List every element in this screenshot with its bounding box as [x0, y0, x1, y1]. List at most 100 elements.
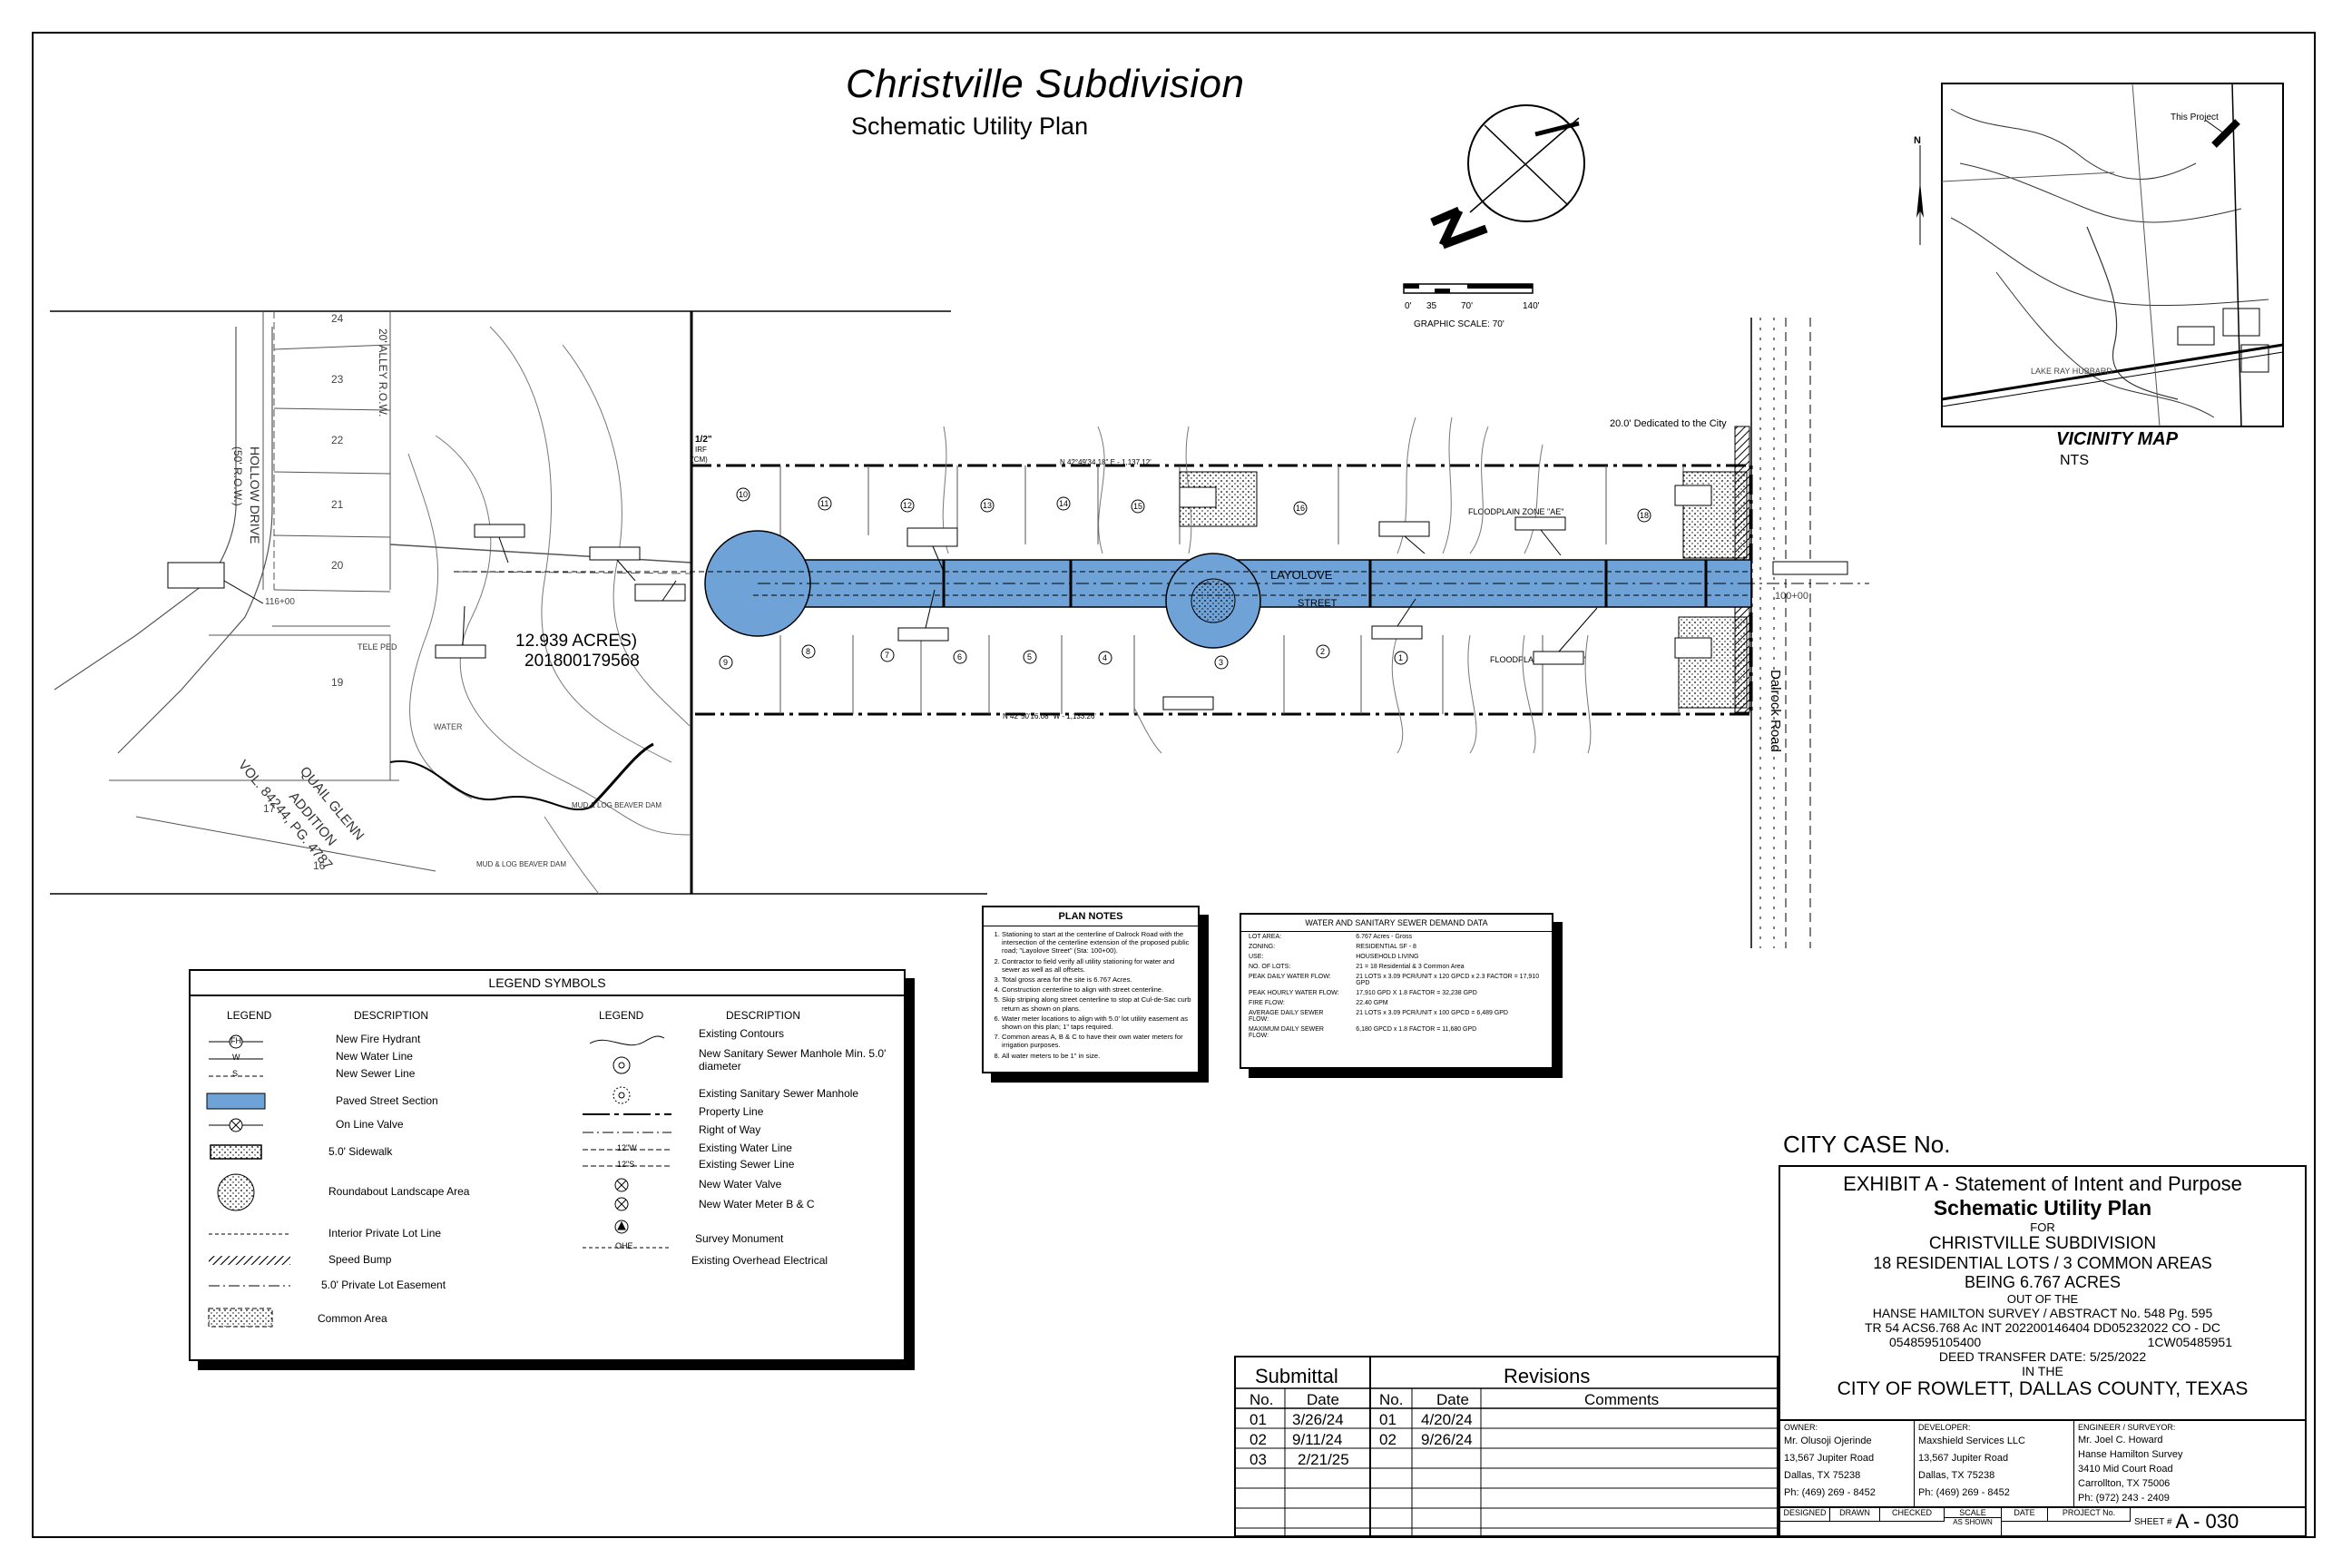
legend-symbols: [206, 1034, 671, 1328]
lot-markers: 10 11 12 13 14 15 16 18 9 8 7 6 5 4 3 2 …: [719, 487, 1651, 670]
scale-cell: SCALE AS SHOWN: [1945, 1508, 2002, 1535]
revisions-col-date: Date: [1436, 1391, 1469, 1408]
bearing-south: N 42°50'16.08" W - 1,133.26': [1003, 712, 1096, 720]
engineer-line: Carrollton, TX 75006: [2078, 1478, 2171, 1489]
title-block: EXHIBIT A - Statement of Intent and Purp…: [1779, 1165, 2307, 1421]
paved-street: [454, 530, 1752, 649]
symbol-label-es: 12"S: [617, 1160, 635, 1169]
acreage-label-1: 12.939 ACRES): [515, 632, 637, 651]
revision-no: 01: [1379, 1411, 1396, 1428]
plan-note: All water meters to be 1" in size.: [1002, 1052, 1192, 1060]
demand-value: 6,180 GPCD x 1.8 FACTOR = 11,680 GPD: [1356, 1026, 1477, 1033]
demand-label: FIRE FLOW:: [1249, 1000, 1285, 1006]
engineer-label: ENGINEER / SURVEYOR:: [2078, 1423, 2176, 1432]
description-col-header: DESCRIPTION: [726, 1009, 801, 1022]
plan-note: Water meter locations to align with 5.0'…: [1002, 1014, 1192, 1031]
demand-data-box: WATER AND SANITARY SEWER DEMAND DATA LOT…: [1240, 913, 1553, 1069]
demand-label: AVERAGE DAILY SEWER FLOW:: [1249, 1010, 1324, 1023]
demand-label: PEAK DAILY WATER FLOW:: [1249, 974, 1331, 980]
table-row: NO. OF LOTS:21 = 18 Residential & 3 Comm…: [1241, 962, 1552, 972]
vicinity-project-label: This Project: [2171, 113, 2219, 122]
developer-line: Maxshield Services LLC: [1918, 1436, 2025, 1446]
symbol-label-s: S: [232, 1069, 239, 1078]
developer-line: Ph: (469) 269 - 8452: [1918, 1487, 2010, 1498]
adj-lot-16: 16: [313, 859, 326, 872]
vicinity-north-label: N: [1914, 135, 1921, 146]
sheet-label: SHEET #: [2134, 1516, 2172, 1527]
lot-south-2: 2: [1320, 647, 1325, 656]
adj-lot-17: 17: [263, 802, 276, 815]
demand-value: 22.40 GPM: [1356, 1000, 1388, 1006]
owner-line: Ph: (469) 269 - 8452: [1784, 1487, 1876, 1498]
table-row: LOT AREA:6.767 Acres - Gross: [1241, 932, 1552, 942]
project-no-cell: PROJECT No.: [2048, 1508, 2131, 1522]
adjacent-properties: [50, 310, 987, 895]
revisions-title: Revisions: [1504, 1365, 1591, 1387]
acreage-label-2: 201800179568: [524, 652, 640, 671]
lot-south-8: 8: [806, 647, 810, 656]
lots-line: 18 RESIDENTIAL LOTS / 3 COMMON AREAS: [1873, 1254, 2212, 1272]
plan-name: Schematic Utility Plan: [1933, 1196, 2152, 1220]
developer-cell: DEVELOPER: Maxshield Services LLC 13,567…: [1915, 1421, 2074, 1506]
dalrock-road: [1742, 318, 1869, 948]
legend-item: Existing Sanitary Sewer Manhole: [699, 1087, 859, 1100]
demand-label: MAXIMUM DAILY SEWER FLOW:: [1249, 1026, 1324, 1039]
street-name-2: STREET: [1298, 598, 1338, 609]
revision-no: 02: [1379, 1431, 1396, 1448]
engineer-line: Ph: (972) 243 - 2409: [2078, 1493, 2170, 1504]
demand-data-title: WATER AND SANITARY SEWER DEMAND DATA: [1241, 915, 1552, 932]
callouts: [167, 485, 1848, 710]
adj-lot-20: 20: [331, 559, 344, 572]
legend-item: Survey Monument: [695, 1232, 784, 1245]
legend-item: Paved Street Section: [336, 1094, 438, 1107]
lot-north-14: 14: [1059, 499, 1068, 508]
beaver-dam-label-2: MUD & LOG BEAVER DAM: [476, 860, 566, 868]
lot-south-5: 5: [1027, 652, 1032, 662]
legend-item: New Water Valve: [699, 1178, 782, 1191]
revision-date: 9/26/24: [1421, 1431, 1473, 1448]
plan-notes-title: PLAN NOTES: [984, 907, 1198, 926]
lot-north-16: 16: [1296, 504, 1305, 513]
demand-label: USE:: [1249, 954, 1264, 960]
revisions-col-no: No.: [1379, 1391, 1404, 1408]
submittal-no: 03: [1250, 1451, 1267, 1468]
scale-label: SCALE: [1945, 1508, 2001, 1518]
legend-item: Existing Water Line: [699, 1142, 792, 1154]
engineer-line: 3410 Mid Court Road: [2078, 1464, 2173, 1475]
submittal-no: 01: [1250, 1411, 1267, 1428]
owner-label: OWNER:: [1784, 1423, 1818, 1432]
existing-contours: [942, 416, 1592, 754]
submittal-col-date: Date: [1307, 1391, 1339, 1408]
plan-note: Contractor to field verify all utility s…: [1002, 957, 1192, 974]
vicinity-map: [1916, 83, 2284, 427]
demand-data-table: LOT AREA:6.767 Acres - Gross ZONING:RESI…: [1241, 932, 1552, 1041]
tele-ped-label: TELE PED: [358, 642, 397, 652]
in-the-line: IN THE: [2022, 1364, 2063, 1378]
revisions-col-comments: Comments: [1584, 1391, 1660, 1408]
scale-tick-70: 70': [1461, 301, 1473, 311]
legend-item: Right of Way: [699, 1123, 761, 1136]
legend-item: New Water Meter B & C: [699, 1198, 815, 1210]
revision-date: 4/20/24: [1421, 1411, 1473, 1428]
revisions-grid: [1234, 1356, 1779, 1537]
legend-item: 5.0' Sidewalk: [328, 1145, 393, 1158]
for-line: FOR: [2030, 1220, 2055, 1234]
lot-south-3: 3: [1219, 658, 1223, 667]
table-row: AVERAGE DAILY SEWER FLOW: 21 LOTS x 3.09 …: [1241, 1008, 1552, 1024]
submittal-date: 2/21/25: [1298, 1451, 1349, 1468]
scale-value: AS SHOWN: [1953, 1518, 1993, 1526]
floodplain-label-1: FLOODPLAIN ZONE "AE": [1468, 507, 1563, 516]
plan-notes-list: Stationing to start at the centerline of…: [991, 930, 1192, 1060]
lot-north-12: 12: [903, 501, 912, 510]
demand-value: RESIDENTIAL SF - 8: [1356, 944, 1416, 950]
demand-value: 6.767 Acres - Gross: [1356, 934, 1413, 940]
adj-lot-24: 24: [331, 312, 344, 325]
demand-value: 21 LOTS x 3.09 PCR/UNIT x 100 GPCD = 6,4…: [1356, 1010, 1508, 1016]
dedicated-note: 20.0' Dedicated to the City: [1610, 418, 1727, 429]
city-line: CITY OF ROWLETT, DALLAS COUNTY, TEXAS: [1837, 1378, 2249, 1399]
out-of-line: OUT OF THE: [2006, 1292, 2079, 1306]
adj-lot-23: 23: [331, 373, 344, 386]
graphic-scale-label: GRAPHIC SCALE: 70': [1414, 319, 1504, 329]
date-cell: DATE: [2002, 1508, 2048, 1522]
legend-box: LEGEND SYMBOLS: [189, 969, 906, 1361]
